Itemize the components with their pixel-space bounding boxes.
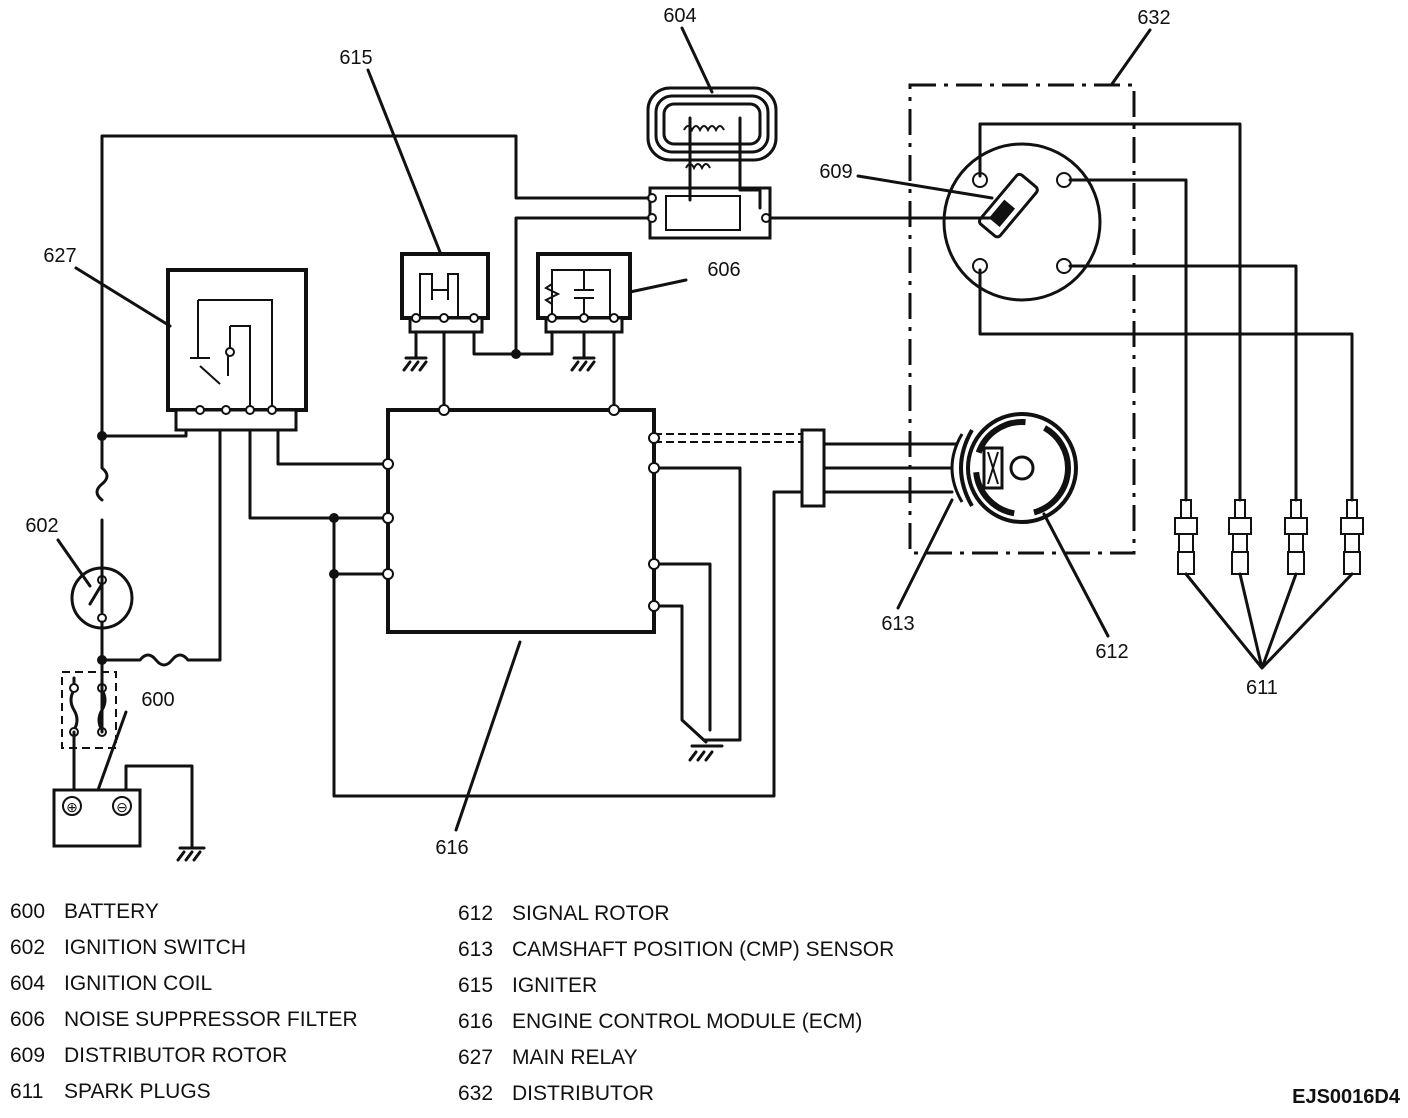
legend-label: CAMSHAFT POSITION (CMP) SENSOR — [512, 938, 895, 961]
legend-label: IGNITER — [512, 974, 598, 997]
distributor-rotor — [978, 172, 1039, 239]
legend-number: 604 — [10, 972, 46, 995]
legend-item: 602 IGNITION SWITCH — [10, 936, 358, 972]
callout-ecm: 616 — [435, 837, 468, 859]
legend-label: IGNITION COIL — [64, 972, 213, 995]
legend-left: 600 BATTERY 602 IGNITION SWITCH 604 IGNITIO… — [10, 900, 358, 1116]
ignition-coil — [646, 86, 778, 240]
sensor-connector — [800, 428, 826, 508]
distributor-housing — [908, 83, 1136, 555]
legend-label: NOISE SUPPRESSOR FILTER — [64, 1008, 358, 1031]
legend-number: 602 — [10, 936, 46, 959]
callout-battery: 600 — [141, 689, 174, 711]
signal-rotor — [966, 412, 1078, 524]
legend-label: SIGNAL ROTOR — [512, 902, 670, 925]
legend-number: 609 — [10, 1044, 46, 1067]
legend-number: 627 — [458, 1046, 494, 1069]
figure-reference-code: EJS0016D4 — [1292, 1086, 1400, 1108]
ecm-terminals — [382, 404, 660, 612]
legend-number: 613 — [458, 938, 494, 961]
callout-distributor-rotor: 609 — [819, 161, 852, 183]
spark-plug — [1228, 499, 1252, 575]
legend-label: BATTERY — [64, 900, 159, 923]
legend-number: 612 — [458, 902, 494, 925]
legend-item: 616 ENGINE CONTROL MODULE (ECM) — [458, 1010, 894, 1046]
engine-control-module — [386, 408, 656, 634]
legend-label: DISTRIBUTOR — [512, 1082, 654, 1105]
wiring — [72, 122, 1354, 862]
legend-number: 600 — [10, 900, 46, 923]
spark-plug — [1284, 499, 1308, 575]
fuse-box — [61, 671, 117, 749]
battery-negative-icon: ⊖ — [116, 799, 128, 815]
legend-number: 611 — [10, 1080, 44, 1103]
callout-noise-filter: 606 — [707, 259, 740, 281]
leader-lines — [56, 26, 1152, 832]
legend-label: ENGINE CONTROL MODULE (ECM) — [512, 1010, 863, 1033]
callout-ignition-coil: 604 — [663, 5, 696, 27]
legend-item: 627 MAIN RELAY — [458, 1046, 894, 1082]
diagram-canvas: ⊕ ⊖ — [25, 5, 1364, 862]
legend-item: 611 SPARK PLUGS — [10, 1080, 358, 1116]
legend-item: 609 DISTRIBUTOR ROTOR — [10, 1044, 358, 1080]
legend-label: IGNITION SWITCH — [64, 936, 246, 959]
callout-spark-plugs: 611 — [1246, 677, 1278, 699]
legend-right: 612 SIGNAL ROTOR 613 CAMSHAFT POSITION (CM… — [458, 902, 894, 1118]
spark-plugs — [1174, 499, 1364, 575]
callout-cmp-sensor: 613 — [881, 613, 914, 635]
legend-number: 616 — [458, 1010, 494, 1033]
legend-number: 606 — [10, 1008, 46, 1031]
legend-label: MAIN RELAY — [512, 1046, 638, 1069]
callout-distributor: 632 — [1137, 7, 1170, 29]
legend-number: 632 — [458, 1082, 494, 1105]
legend-item: 632 DISTRIBUTOR — [458, 1082, 894, 1118]
legend-label: SPARK PLUGS — [64, 1080, 211, 1103]
igniter — [400, 252, 490, 334]
battery-positive-icon: ⊕ — [66, 799, 78, 815]
callout-main-relay: 627 — [43, 245, 76, 267]
noise-suppressor-filter — [536, 252, 632, 334]
legend-item: 613 CAMSHAFT POSITION (CMP) SENSOR — [458, 938, 894, 974]
spark-plug — [1340, 499, 1364, 575]
distributor-cap — [942, 142, 1102, 302]
legend-item: 606 NOISE SUPPRESSOR FILTER — [10, 1008, 358, 1044]
legend-item: 615 IGNITER — [458, 974, 894, 1010]
battery: ⊕ ⊖ — [52, 788, 142, 848]
legend-number: 615 — [458, 974, 494, 997]
callout-signal-rotor: 612 — [1095, 641, 1128, 663]
main-relay — [166, 268, 308, 432]
legend-item: 612 SIGNAL ROTOR — [458, 902, 894, 938]
legend-item: 600 BATTERY — [10, 900, 358, 936]
legend-label: DISTRIBUTOR ROTOR — [64, 1044, 288, 1067]
legend-item: 604 IGNITION COIL — [10, 972, 358, 1008]
callout-igniter: 615 — [339, 47, 372, 69]
callout-ignition-switch: 602 — [25, 515, 58, 537]
spark-plug — [1174, 499, 1198, 575]
